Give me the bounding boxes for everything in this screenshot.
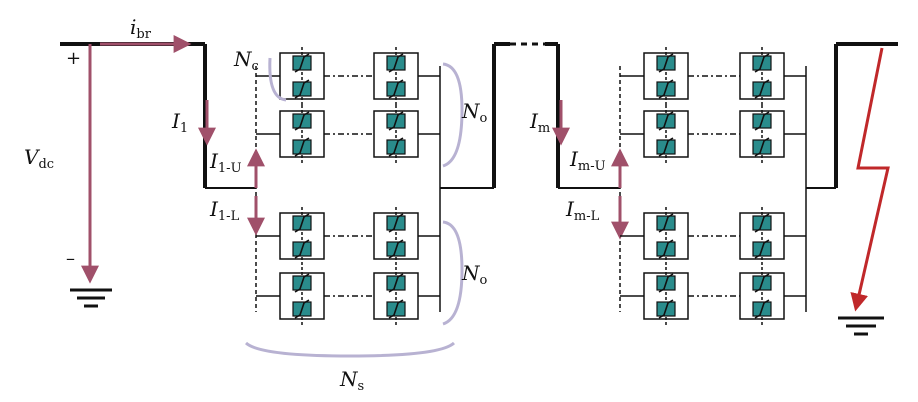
iml-label: Im-L xyxy=(565,197,600,224)
semiconductor-module-icon xyxy=(292,273,312,293)
semiconductor-module-icon xyxy=(752,53,772,73)
module-cell xyxy=(279,267,325,325)
minus-sign: – xyxy=(66,248,75,269)
semiconductor-module-icon xyxy=(386,213,406,233)
module-cell xyxy=(373,47,419,105)
module-cell xyxy=(373,267,419,325)
semiconductor-module-icon xyxy=(752,137,772,157)
module-cell xyxy=(739,207,785,265)
module-cell xyxy=(643,207,689,265)
i1l-label: I1-L xyxy=(209,197,240,224)
semiconductor-module-icon xyxy=(656,299,676,319)
module-cell xyxy=(279,105,325,163)
module-cell xyxy=(739,47,785,105)
dc-source: + – xyxy=(60,35,205,308)
semiconductor-module-icon xyxy=(292,299,312,319)
semiconductor-module-icon xyxy=(292,53,312,73)
im-label: Im xyxy=(529,109,550,136)
semiconductor-module-icon xyxy=(386,239,406,259)
semiconductor-module-icon xyxy=(292,111,312,131)
semiconductor-module-icon xyxy=(386,273,406,293)
ibr-label: ibr xyxy=(130,15,152,42)
vdc-label: Vdc xyxy=(24,145,54,172)
module-1-array xyxy=(256,47,440,325)
plus-sign: + xyxy=(66,48,81,69)
semiconductor-module-icon xyxy=(386,79,406,99)
semiconductor-module-icon xyxy=(752,79,772,99)
no-top-label: No xyxy=(461,99,488,126)
nc-label: Nc xyxy=(233,47,259,74)
semiconductor-module-icon xyxy=(752,273,772,293)
semiconductor-module-icon xyxy=(292,213,312,233)
semiconductor-module-icon xyxy=(386,137,406,157)
semiconductor-module-icon xyxy=(656,111,676,131)
module-m-wiring xyxy=(619,42,898,312)
semiconductor-module-icon xyxy=(386,111,406,131)
semiconductor-module-icon xyxy=(752,239,772,259)
module-cell xyxy=(739,105,785,163)
ns-label: Ns xyxy=(339,367,364,394)
semiconductor-module-icon xyxy=(292,79,312,99)
module-cell xyxy=(739,267,785,325)
fault-lightning-icon xyxy=(850,47,890,312)
no-top-brace xyxy=(442,62,464,168)
module-cell xyxy=(643,47,689,105)
semiconductor-module-icon xyxy=(386,53,406,73)
module-m-array xyxy=(620,47,806,325)
module-1-wiring xyxy=(203,42,620,312)
i1u-label: I1-U xyxy=(209,149,242,176)
ns-brace xyxy=(244,341,456,358)
semiconductor-module-icon xyxy=(656,273,676,293)
module-cell xyxy=(279,207,325,265)
semiconductor-module-icon xyxy=(386,299,406,319)
i1-label: I1 xyxy=(171,109,188,136)
semiconductor-module-icon xyxy=(752,111,772,131)
module-cell xyxy=(643,267,689,325)
semiconductor-module-icon xyxy=(656,53,676,73)
semiconductor-module-icon xyxy=(752,213,772,233)
imu-label: Im-U xyxy=(569,147,606,174)
module-cell xyxy=(279,47,325,105)
semiconductor-module-icon xyxy=(656,239,676,259)
nc-brace xyxy=(268,57,287,102)
no-bottom-brace xyxy=(442,220,464,326)
module-cell xyxy=(373,207,419,265)
module-cell xyxy=(373,105,419,163)
semiconductor-module-icon xyxy=(292,137,312,157)
module-cell xyxy=(643,105,689,163)
ground-icon xyxy=(70,288,112,308)
semiconductor-module-icon xyxy=(656,79,676,99)
semiconductor-module-icon xyxy=(656,213,676,233)
semiconductor-module-icon xyxy=(752,299,772,319)
fault-ground-icon xyxy=(838,316,884,336)
semiconductor-module-icon xyxy=(656,137,676,157)
semiconductor-module-icon xyxy=(292,239,312,259)
no-bottom-label: No xyxy=(461,261,488,288)
